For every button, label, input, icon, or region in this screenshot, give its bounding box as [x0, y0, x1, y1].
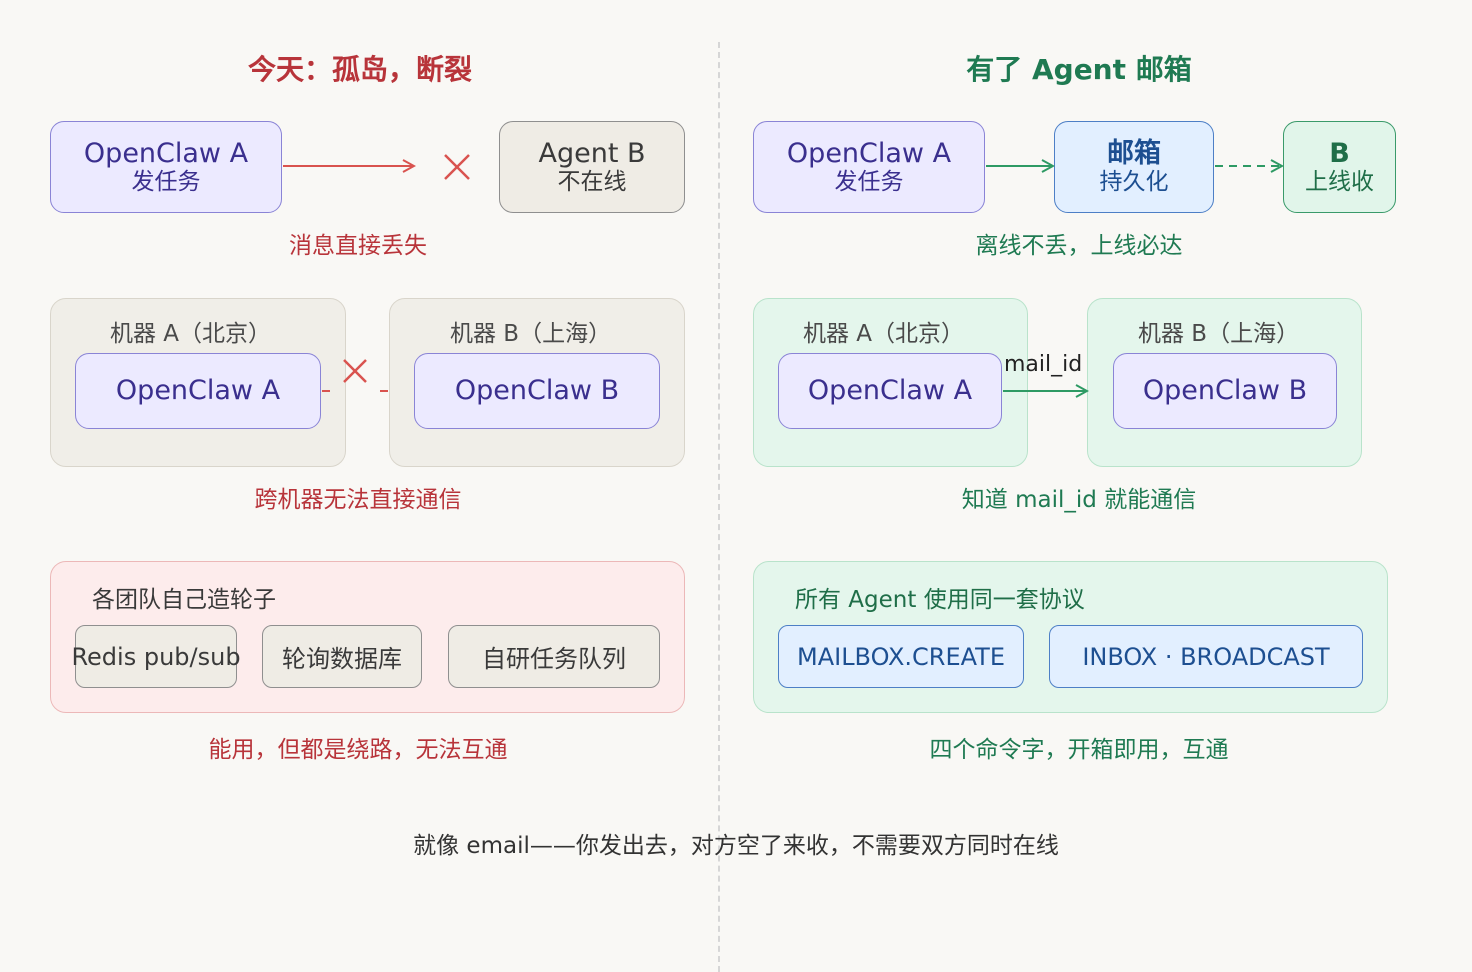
left-title: 今天：孤岛，断裂 [247, 53, 472, 86]
lost-message-cross-icon [444, 154, 470, 180]
left-machine-b-label: 机器 B（上海） [450, 321, 612, 347]
right-sender-node[interactable]: OpenClaw A 发任务 [753, 121, 985, 213]
option-redis-pubsub[interactable]: Redis pub/sub [71, 625, 241, 688]
right-row1-caption: 离线不丢，上线必达 [975, 233, 1183, 259]
left-sender-node[interactable]: OpenClaw A 发任务 [50, 121, 282, 213]
right-protocol-label: 所有 Agent 使用同一套协议 [795, 587, 1085, 613]
command-inbox-broadcast[interactable]: INBOX · BROADCAST [1049, 625, 1363, 688]
right-agent-a-node[interactable]: OpenClaw A [778, 353, 1002, 429]
left-row3-caption: 能用，但都是绕路，无法互通 [208, 737, 508, 763]
right-receiver-name: B [1329, 138, 1350, 170]
right-machine-b-label: 机器 B（上海） [1138, 321, 1300, 347]
right-receiver-sub: 上线收 [1305, 169, 1374, 196]
right-sender-sub: 发任务 [834, 169, 904, 196]
left-sender-sub: 发任务 [131, 169, 201, 196]
right-sender-name: OpenClaw A [786, 138, 952, 170]
option-polling-db[interactable]: 轮询数据库 [262, 625, 422, 688]
left-agent-b-node[interactable]: OpenClaw B [414, 353, 660, 429]
left-receiver-name: Agent B [538, 138, 646, 170]
left-receiver-node[interactable]: Agent B 不在线 [499, 121, 685, 213]
left-agent-a-node[interactable]: OpenClaw A [75, 353, 321, 429]
mailbox-node[interactable]: 邮箱 持久化 [1054, 121, 1214, 213]
no-connection-cross-icon [343, 359, 367, 383]
right-agent-b-node[interactable]: OpenClaw B [1113, 353, 1337, 429]
mail-id-link-label: mail_id [1004, 352, 1083, 377]
center-divider [718, 42, 720, 972]
mailbox-sub: 持久化 [1099, 169, 1169, 196]
right-title: 有了 Agent 邮箱 [966, 53, 1192, 86]
left-receiver-sub: 不在线 [557, 169, 627, 196]
right-row3-caption: 四个命令字，开箱即用，互通 [929, 737, 1229, 763]
left-row2-caption: 跨机器无法直接通信 [254, 487, 462, 513]
command-mailbox-create[interactable]: MAILBOX.CREATE [778, 625, 1024, 688]
left-row1-caption: 消息直接丢失 [289, 233, 427, 259]
footer-note: 就像 email——你发出去，对方空了来收，不需要双方同时在线 [413, 833, 1059, 859]
mailbox-name: 邮箱 [1107, 138, 1161, 170]
right-machine-a-label: 机器 A（北京） [803, 321, 965, 347]
option-custom-queue[interactable]: 自研任务队列 [448, 625, 660, 688]
left-machine-a-label: 机器 A（北京） [110, 321, 272, 347]
left-wheels-label: 各团队自己造轮子 [92, 587, 276, 613]
right-row2-caption: 知道 mail_id 就能通信 [961, 487, 1197, 513]
left-sender-name: OpenClaw A [83, 138, 249, 170]
